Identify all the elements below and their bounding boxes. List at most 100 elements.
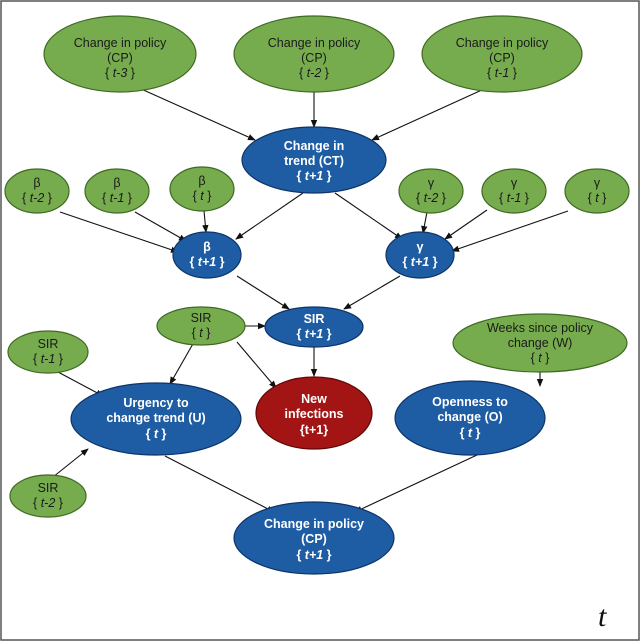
node-beta-t-minus-1: β { t-1 } bbox=[84, 168, 150, 214]
time-index: { t-2 } bbox=[22, 191, 52, 205]
node-openness-shape bbox=[394, 380, 546, 456]
node-beta-t: β { t } bbox=[169, 166, 235, 212]
time-index: { t+1 } bbox=[402, 255, 437, 269]
node-label: (CP) bbox=[301, 51, 327, 65]
time-index: { t+1 } bbox=[296, 548, 331, 562]
node-label: (CP) bbox=[489, 51, 515, 65]
node-label: Change in policy bbox=[268, 36, 361, 50]
edge-gamma-t-to-gamma bbox=[451, 210, 569, 252]
node-cp-t-minus-1-shape bbox=[421, 15, 583, 93]
node-label: Change in bbox=[284, 139, 344, 153]
node-weeks-since-change-shape bbox=[452, 313, 628, 373]
edge-urgency-to-cp-next bbox=[164, 455, 275, 513]
time-index: { t } bbox=[192, 326, 211, 340]
time-index: { t+1 } bbox=[296, 327, 331, 341]
edges bbox=[52, 83, 569, 513]
node-beta-t-minus-2: β { t-2 } bbox=[4, 168, 70, 214]
node-label: Change in policy bbox=[456, 36, 549, 50]
node-label: trend (CT) bbox=[284, 154, 344, 168]
edge-gamma-to-sir-next bbox=[343, 275, 401, 310]
node-sir-t-shape bbox=[156, 306, 246, 346]
edge-beta-t-to-beta bbox=[202, 210, 209, 233]
time-index: { t-1 } bbox=[102, 191, 132, 205]
edge-gamma-t1-to-gamma bbox=[444, 209, 488, 240]
node-cp-t-minus-1: Change in policy (CP) { t-1 } bbox=[421, 15, 583, 93]
time-index: { t-1 } bbox=[499, 191, 529, 205]
node-sir-t-minus-1: SIR { t-1 } bbox=[7, 330, 89, 374]
node-gamma-t: γ { t } bbox=[564, 168, 630, 214]
node-sir-t-minus-2: SIR { t-2 } bbox=[9, 474, 87, 518]
node-label: (CP) bbox=[301, 532, 327, 546]
node-gamma-t-minus-2: γ { t-2 } bbox=[398, 168, 464, 214]
node-label: New bbox=[301, 392, 327, 406]
node-label: β bbox=[198, 174, 205, 188]
node-label: change trend (U) bbox=[106, 411, 205, 425]
node-label: γ bbox=[511, 176, 518, 190]
node-cp-t-minus-3: Change in policy (CP) { t-3 } bbox=[43, 15, 197, 93]
edge-beta-to-sir-next bbox=[236, 275, 290, 310]
time-index: { t } bbox=[193, 189, 212, 203]
node-cp-t-minus-3-shape bbox=[43, 15, 197, 93]
node-gamma-next-shape bbox=[385, 231, 455, 279]
time-index: { t-1 } bbox=[33, 352, 63, 366]
node-beta-t-minus-1-shape bbox=[84, 168, 150, 214]
node-label: SIR bbox=[38, 337, 59, 351]
edge-beta-t1-to-beta bbox=[134, 211, 187, 242]
node-label: change (W) bbox=[508, 336, 573, 350]
node-cp-t-minus-2-shape bbox=[233, 15, 395, 93]
node-label: change (O) bbox=[437, 410, 502, 424]
node-sir-next-shape bbox=[264, 306, 364, 348]
node-cp-next: Change in policy (CP) { t+1 } bbox=[233, 501, 395, 575]
node-new-infections-shape bbox=[255, 376, 373, 450]
edge-cp-t1-to-ct bbox=[371, 83, 496, 141]
node-weeks-since-change: Weeks since policy change (W) { t } bbox=[452, 313, 628, 373]
node-label: γ bbox=[594, 176, 601, 190]
time-index: { t-2 } bbox=[416, 191, 446, 205]
node-label: (CP) bbox=[107, 51, 133, 65]
node-openness: Openness to change (O) { t } bbox=[394, 380, 546, 456]
node-cp-next-shape bbox=[233, 501, 395, 575]
node-sir-t-minus-1-shape bbox=[7, 330, 89, 374]
nodes: Change in policy (CP) { t-3 } Change in … bbox=[4, 15, 630, 575]
edge-sir-t-to-newinf bbox=[236, 341, 277, 389]
node-label: γ bbox=[428, 176, 435, 190]
node-new-infections: New infections {t+1} bbox=[255, 376, 373, 450]
node-label: γ bbox=[417, 240, 424, 254]
node-label: SIR bbox=[191, 311, 212, 325]
node-gamma-t-minus-1-shape bbox=[481, 168, 547, 214]
edge-sir-t-to-urgency bbox=[169, 341, 195, 385]
node-beta-next: β { t+1 } bbox=[172, 231, 242, 279]
time-index: {t+1} bbox=[300, 423, 328, 437]
time-index: { t } bbox=[146, 427, 167, 441]
node-beta-t-minus-2-shape bbox=[4, 168, 70, 214]
time-index: { t } bbox=[460, 426, 481, 440]
node-urgency-shape bbox=[70, 382, 242, 456]
node-gamma-t-minus-2-shape bbox=[398, 168, 464, 214]
node-label: β bbox=[33, 176, 40, 190]
node-beta-t-shape bbox=[169, 166, 235, 212]
time-index: { t+1 } bbox=[189, 255, 224, 269]
time-index: { t-2 } bbox=[33, 496, 63, 510]
time-index: { t } bbox=[588, 191, 607, 205]
node-label: SIR bbox=[304, 312, 325, 326]
node-beta-next-shape bbox=[172, 231, 242, 279]
node-gamma-t-shape bbox=[564, 168, 630, 214]
edge-ct-to-beta bbox=[235, 192, 304, 240]
node-label: SIR bbox=[38, 481, 59, 495]
node-gamma-next: γ { t+1 } bbox=[385, 231, 455, 279]
time-index: { t+1 } bbox=[296, 169, 331, 183]
time-index: { t } bbox=[531, 351, 550, 365]
edge-cp-t3-to-ct bbox=[129, 83, 256, 141]
time-index: { t-1 } bbox=[487, 66, 517, 80]
edge-openness-to-cp-next bbox=[354, 454, 478, 513]
edge-gamma-t2-to-gamma bbox=[421, 211, 428, 234]
node-label: Change in policy bbox=[74, 36, 167, 50]
node-label: infections bbox=[284, 407, 343, 421]
time-index: { t-2 } bbox=[299, 66, 329, 80]
node-label: Openness to bbox=[432, 395, 508, 409]
node-sir-t: SIR { t } bbox=[156, 306, 246, 346]
node-gamma-t-minus-1: γ { t-1 } bbox=[481, 168, 547, 214]
node-label: β bbox=[113, 176, 120, 190]
edge-sir-t1-to-urgency bbox=[57, 371, 104, 397]
